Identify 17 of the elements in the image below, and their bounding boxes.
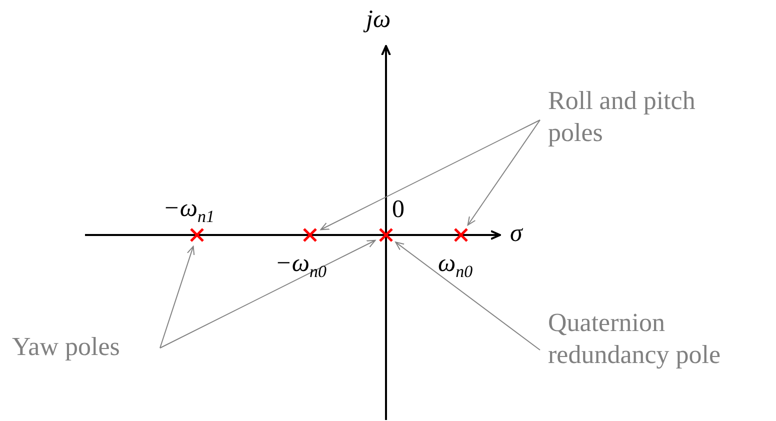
leader-line [320,120,540,230]
leader-line [160,246,195,348]
pole-marker [189,227,205,243]
callout-text: Roll and pitch poles [548,85,708,149]
leader-line [395,242,540,350]
pole-label: −ω$_{n0}$ [275,250,327,283]
leader-line [467,120,540,226]
leader-line [160,240,376,348]
pole-marker [302,227,318,243]
pole-label: −ω$_{n1}$ [163,195,215,228]
pole-marker [453,227,469,243]
callout-text: Yaw poles [12,331,152,363]
axis-label: σ [510,220,522,248]
pole-label: 0 [392,196,404,224]
callout-text: Quaternion redundancy pole [548,307,776,371]
pole-marker [378,227,394,243]
pole-label: ω$_{n0}$ [438,250,473,283]
